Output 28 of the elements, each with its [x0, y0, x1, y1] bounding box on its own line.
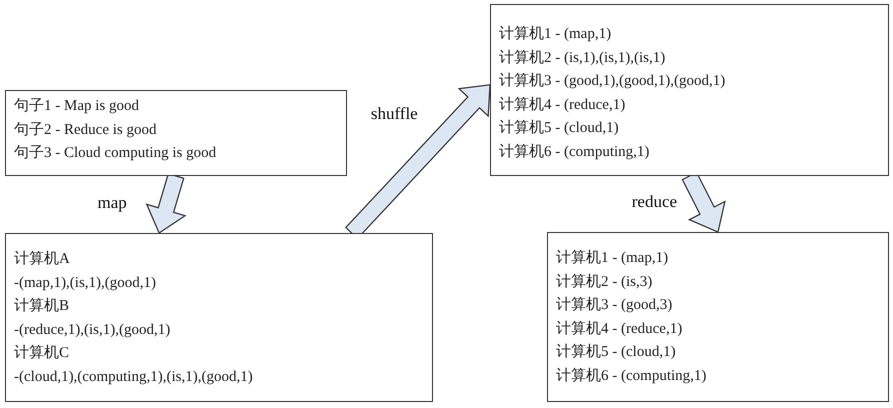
text-line: 计算机5 - (cloud,1)	[556, 342, 676, 362]
text-line: 计算机A	[14, 250, 70, 269]
text-line: 计算机1 - (map,1)	[556, 248, 668, 268]
text-line: 计算机C	[14, 344, 70, 363]
text-line: 计算机6 - (computing,1)	[556, 366, 706, 386]
text-box	[5, 233, 433, 402]
text-line: 计算机3 - (good,1),(good,1),(good,1)	[499, 72, 726, 91]
text-line: 计算机6 - (computing,1)	[499, 142, 650, 162]
text-line: 计算机4 - (reduce,1)	[556, 320, 682, 338]
edge-label: reduce	[632, 192, 678, 212]
text-line: 句子2 - Reduce is good	[14, 120, 156, 140]
text-line: 计算机2 - (is,1),(is,1),(is,1)	[499, 48, 666, 68]
edge-label: map	[98, 192, 127, 212]
text-line: -(cloud,1),(computing,1),(is,1),(good,1)	[14, 368, 253, 386]
text-line: 计算机5 - (cloud,1)	[499, 118, 619, 138]
text-line: 句子1 - Map is good	[14, 97, 139, 116]
text-box	[547, 232, 889, 402]
text-line: 计算机4 - (reduce,1)	[499, 96, 626, 114]
text-line: 计算机3 - (good,3)	[556, 296, 672, 315]
edge-label: shuffle	[370, 104, 418, 124]
text-box	[5, 90, 347, 176]
text-box	[490, 4, 889, 176]
text-line: 计算机B	[14, 296, 70, 316]
text-line: -(reduce,1),(is,1),(good,1)	[14, 320, 170, 340]
text-line: -(map,1),(is,1),(good,1)	[14, 274, 156, 292]
text-line: 计算机2 - (is,3)	[556, 272, 652, 292]
text-line: 句子3 - Cloud computing is good	[14, 144, 216, 163]
text-line: 计算机1 - (map,1)	[499, 24, 612, 44]
